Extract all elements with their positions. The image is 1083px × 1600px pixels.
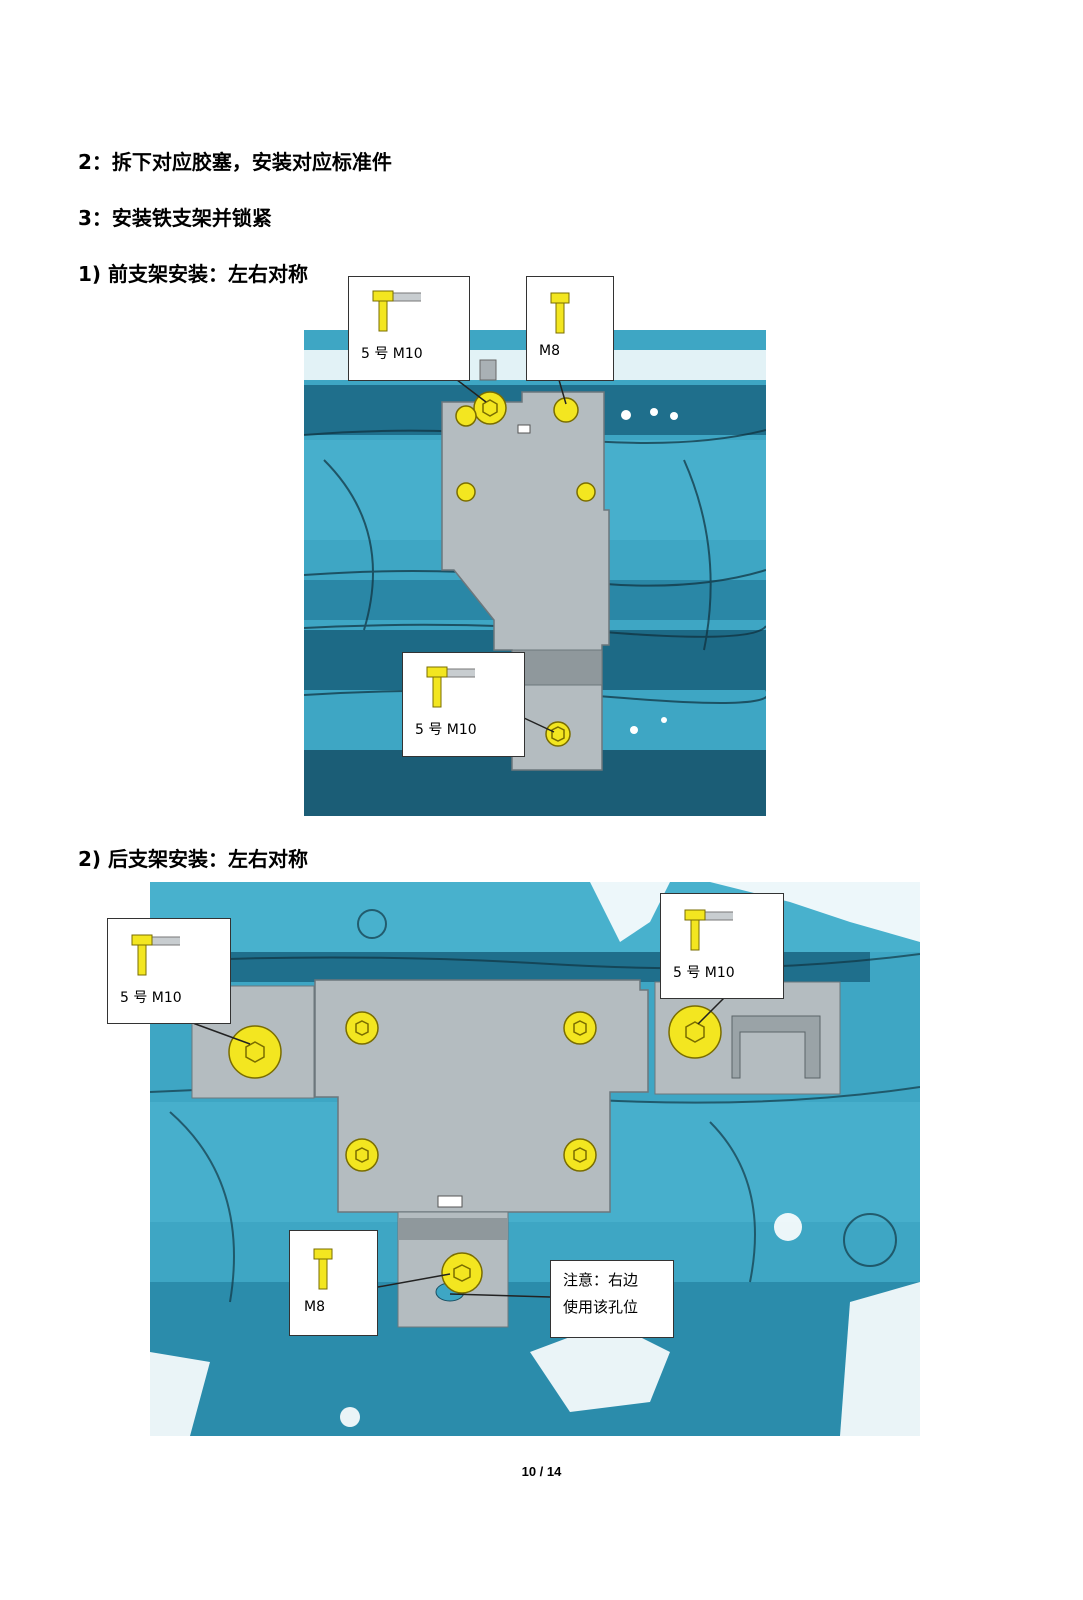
page-number: 10 / 14 <box>521 1464 562 1479</box>
front-callout-label-2: M8 <box>539 343 560 359</box>
front-callout-label-3: 5 号 M10 <box>415 722 477 738</box>
bolt-icon <box>313 1248 333 1290</box>
note-line-2: 使用该孔位 <box>563 1298 639 1316</box>
front-bracket-heading: 1) 前支架安装：左右对称 <box>78 262 309 286</box>
bolt-icon <box>684 909 733 951</box>
rear-bracket-image <box>150 882 920 1436</box>
front-bracket-figure <box>304 330 766 816</box>
rear-callout-m10-left: 5 号 M10 <box>107 918 231 1024</box>
front-callout-m8: M8 <box>526 276 614 381</box>
step2-heading: 2：拆下对应胶塞，安装对应标准件 <box>78 150 392 174</box>
front-callout-label-1: 5 号 M10 <box>361 346 423 362</box>
rear-bracket-figure <box>150 882 920 1436</box>
bolt-icon <box>372 290 421 332</box>
note-line-1: 注意：右边 <box>563 1271 639 1289</box>
rear-callout-label-3: M8 <box>304 1299 325 1315</box>
bolt-icon <box>550 292 570 334</box>
rear-callout-label-2: 5 号 M10 <box>673 965 735 981</box>
rear-callout-m10-right: 5 号 M10 <box>660 893 784 999</box>
rear-callout-label-1: 5 号 M10 <box>120 990 182 1006</box>
rear-bracket-heading: 2) 后支架安装：左右对称 <box>78 847 309 871</box>
bolt-icon <box>131 934 180 976</box>
step3-heading: 3：安装铁支架并锁紧 <box>78 206 272 230</box>
front-callout-m10-bottom: 5 号 M10 <box>402 652 525 757</box>
rear-callout-m8: M8 <box>289 1230 378 1336</box>
bolt-icon <box>426 666 475 708</box>
front-bracket-image <box>304 330 766 816</box>
front-callout-m10-top: 5 号 M10 <box>348 276 470 381</box>
rear-note-callout: 注意：右边 使用该孔位 <box>550 1260 674 1338</box>
